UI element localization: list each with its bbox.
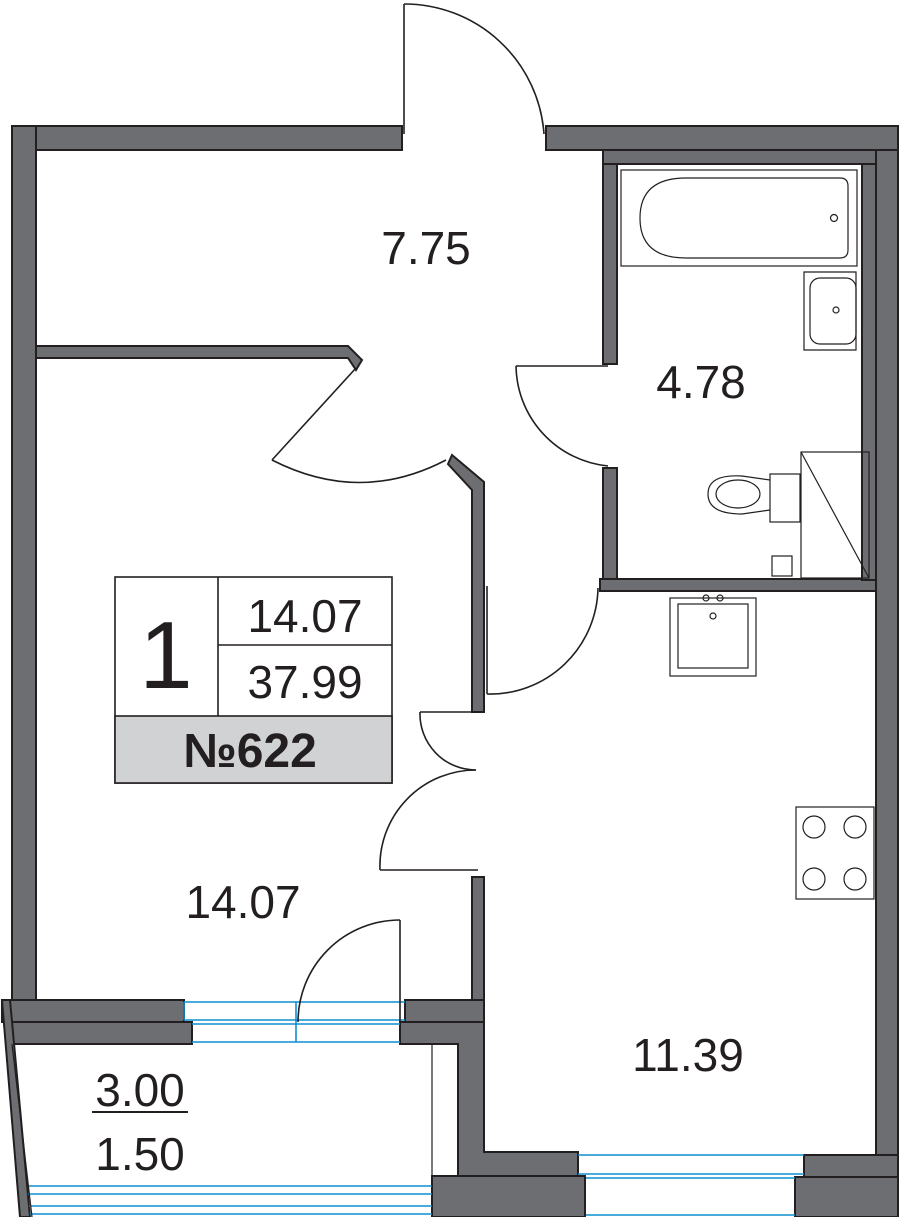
door-swing-icon xyxy=(379,711,478,871)
wall-kitchen-bottom-lower-b xyxy=(794,1176,899,1217)
toilet-icon xyxy=(707,473,801,523)
balcony-area-reduced: 1.50 xyxy=(95,1128,185,1180)
total-area: 37.99 xyxy=(247,656,362,708)
wall-balcony-left xyxy=(0,999,32,1217)
wall-bath-left-bottom xyxy=(602,467,618,583)
doors xyxy=(271,3,609,1023)
wall-bath-left-top xyxy=(602,149,618,365)
wall-bedroom-kitchen-upper xyxy=(446,453,485,713)
wall-top-right xyxy=(545,125,899,151)
sink-icon xyxy=(803,271,857,351)
rooms-count: 1 xyxy=(139,602,192,709)
wall-top-left xyxy=(11,125,403,151)
wall-bath-right xyxy=(861,163,877,581)
windows xyxy=(28,1001,804,1216)
room-area-bedroom: 14.07 xyxy=(185,876,300,928)
balcony-outline xyxy=(11,1043,433,1217)
info-badge: 1 14.07 37.99 №622 xyxy=(114,576,393,784)
sink-icon xyxy=(669,594,757,677)
room-area-bathroom: 4.78 xyxy=(656,356,746,408)
wall-kitchen-bottom-left xyxy=(399,1021,579,1177)
wall-right xyxy=(875,149,899,1156)
wall-hall-bedroom xyxy=(35,345,364,372)
room-area-hall: 7.75 xyxy=(381,222,471,274)
door-swing-icon xyxy=(297,919,401,1023)
room-area-kitchen: 11.39 xyxy=(632,1029,744,1081)
wall-bath-top xyxy=(602,149,877,165)
wall-kitchen-bottom-right xyxy=(803,1154,899,1178)
wall-bath-bottom xyxy=(599,578,877,592)
walls xyxy=(0,125,899,1217)
drain xyxy=(771,555,793,577)
wall-balcony-top-b xyxy=(11,1021,193,1045)
wall-balcony-door-right xyxy=(404,999,485,1023)
door-swing-icon xyxy=(403,3,545,135)
wall-kitchen-bottom-lower-a xyxy=(431,1175,586,1217)
window-kitchen xyxy=(578,1154,804,1216)
stove-icon xyxy=(795,806,875,900)
wall-left xyxy=(11,125,37,1001)
balcony-area-total: 3.00 xyxy=(95,1064,185,1116)
room-labels: 7.75 4.78 14.07 11.39 3.00 1.50 xyxy=(92,222,746,1180)
bathtub-icon xyxy=(620,169,858,267)
door-swing-icon xyxy=(271,367,447,484)
wall-balcony-top-a xyxy=(1,999,185,1023)
wall-bedroom-kitchen-lower xyxy=(471,876,485,1001)
door-swing-icon xyxy=(515,365,609,467)
unit-number: №622 xyxy=(183,725,317,778)
unit-number-band xyxy=(114,715,393,784)
window-balcony xyxy=(28,1185,432,1215)
door-swing-icon xyxy=(486,586,599,695)
shaft xyxy=(800,451,870,579)
window-bedroom xyxy=(183,1001,405,1043)
living-area: 14.07 xyxy=(247,590,362,642)
fixtures xyxy=(620,169,875,900)
